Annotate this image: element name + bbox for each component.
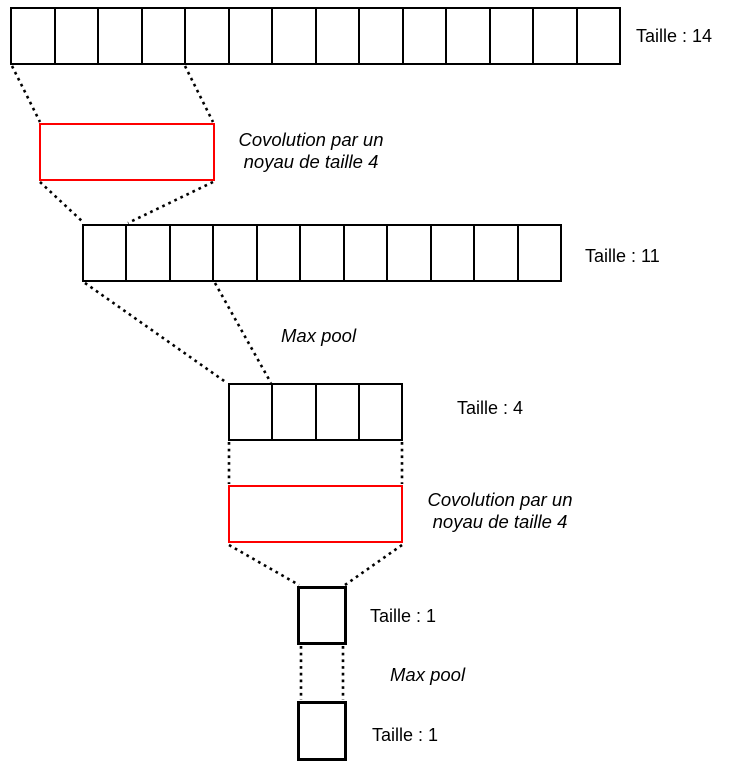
cell <box>300 704 344 758</box>
cell <box>84 226 128 280</box>
cell <box>432 226 476 280</box>
cell <box>300 589 344 642</box>
connector-kernel1-to-array11-right <box>127 180 214 225</box>
connector-kernel1-to-array11-left <box>39 181 85 224</box>
cell <box>301 226 345 280</box>
size-label-4: Taille : 4 <box>457 398 524 418</box>
cell <box>12 9 56 63</box>
cell <box>447 9 491 63</box>
size-label-1b: Taille : 1 <box>372 725 439 745</box>
cell <box>475 226 519 280</box>
cell <box>214 226 258 280</box>
conv-kernel-1 <box>39 123 215 181</box>
cell <box>56 9 99 63</box>
cell <box>388 226 432 280</box>
feature-map-1 <box>297 586 347 645</box>
connector-input14-to-kernel1-left <box>10 65 42 123</box>
cell <box>534 9 578 63</box>
connector-input14-to-kernel1-right <box>183 65 215 123</box>
maxpool1-label: Max pool <box>281 325 357 346</box>
cell <box>360 385 401 439</box>
output-array-1 <box>297 701 347 761</box>
cell <box>578 9 620 63</box>
feature-map-11 <box>82 224 562 282</box>
cell <box>273 385 317 439</box>
cell <box>143 9 186 63</box>
connector-kernel2-to-box1-left <box>228 543 300 587</box>
cell <box>519 226 560 280</box>
input-array-14 <box>10 7 621 65</box>
conv1-label-line1: Covolution par un <box>238 129 384 150</box>
cell <box>230 9 273 63</box>
cell <box>99 9 143 63</box>
size-label-14: Taille : 14 <box>636 26 713 46</box>
conv1-label: Covolution par un noyau de taille 4 <box>231 129 391 173</box>
conv2-label-line2: noyau de taille 4 <box>432 511 568 532</box>
cell <box>491 9 534 63</box>
cell <box>404 9 447 63</box>
conv1-label-line2: noyau de taille 4 <box>243 151 379 172</box>
connector-kernel2-to-box1-right <box>344 543 403 587</box>
size-label-11: Taille : 11 <box>585 246 660 266</box>
size-label-1a: Taille : 1 <box>370 606 437 626</box>
conv2-label-line1: Covolution par un <box>427 489 573 510</box>
cell <box>230 385 274 439</box>
cell <box>171 226 215 280</box>
cell <box>186 9 230 63</box>
conv2-label: Covolution par un noyau de taille 4 <box>420 489 580 533</box>
conv-kernel-2 <box>228 485 403 543</box>
cell <box>345 226 389 280</box>
connector-array11-to-array4-right <box>213 282 273 384</box>
cell <box>317 9 360 63</box>
cell <box>273 9 317 63</box>
cell <box>317 385 360 439</box>
cell <box>258 226 302 280</box>
feature-map-4 <box>228 383 403 441</box>
cell <box>360 9 404 63</box>
maxpool2-label: Max pool <box>390 664 466 685</box>
connector-array11-to-array4-left <box>84 281 228 385</box>
cell <box>127 226 171 280</box>
